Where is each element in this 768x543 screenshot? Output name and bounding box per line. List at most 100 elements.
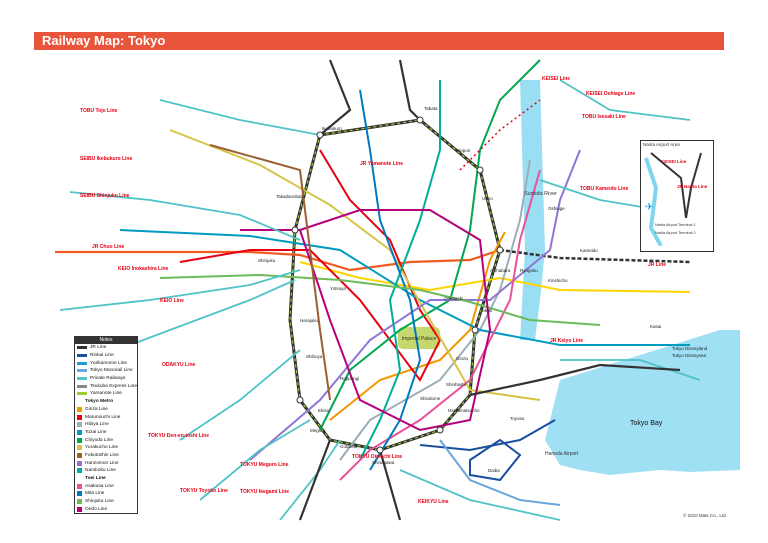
station-label: Meguro bbox=[310, 428, 326, 433]
legend-label: Mita Line bbox=[85, 491, 105, 497]
copyright: © 2010 Mats Co., Ltd. bbox=[683, 513, 727, 518]
station-label: Kasai bbox=[650, 324, 661, 329]
station-label: Ryogoku bbox=[520, 268, 538, 273]
station-label: Tabata bbox=[424, 106, 438, 111]
legend-box-swatch bbox=[77, 506, 82, 512]
line-label: KEISEI Line bbox=[542, 76, 570, 82]
station-label: Shibuya bbox=[306, 354, 323, 359]
legend-label: Marunouchi Line bbox=[85, 414, 121, 420]
jr-keiyo-line bbox=[469, 363, 681, 397]
private-railway-east-1 bbox=[560, 359, 701, 381]
legend-item: Fukutoshin Line bbox=[75, 452, 137, 460]
legend-line-swatch bbox=[77, 384, 87, 388]
legend-box-swatch bbox=[77, 483, 82, 489]
jr-south-line bbox=[298, 439, 332, 521]
legend-item: Yamanote Line bbox=[75, 390, 137, 398]
legend-label: Tokyo Monorail Line bbox=[90, 368, 133, 374]
inset-map: ✈ KEISEI Line JR Narita Line Narita Airp… bbox=[644, 152, 708, 247]
yurikamome-loop bbox=[469, 438, 522, 482]
legend-label: Hibiya Line bbox=[85, 422, 109, 428]
line-label: SEIBU Shinjuku Line bbox=[80, 193, 130, 199]
legend-label: Tsukuba Express Line bbox=[90, 383, 137, 389]
legend-label: Chiyoda Line bbox=[85, 437, 114, 443]
private-railway-west-2 bbox=[59, 269, 301, 311]
ginza-line bbox=[329, 231, 506, 421]
inset-label: Narita Airport Terminal 1 bbox=[655, 223, 696, 227]
inset-narita-line bbox=[685, 152, 702, 219]
legend-item: Tokyo Monorail Line bbox=[75, 367, 137, 375]
legend-heading-spacer bbox=[77, 399, 82, 404]
tsukuba-express bbox=[459, 99, 541, 171]
station-label: Oshiage bbox=[548, 206, 565, 211]
sumida-river-label: Sumida River bbox=[524, 191, 557, 197]
station-label: Gotanda bbox=[340, 444, 358, 449]
line-label: TOBU Tojo Line bbox=[80, 108, 118, 114]
legend-item: Shinjuku Line bbox=[75, 498, 137, 506]
line-label: KEIKYU Line bbox=[418, 499, 449, 505]
station-label: Akihabara bbox=[490, 268, 511, 273]
station-label: Kameido bbox=[580, 248, 598, 253]
line-label: KEISEI Oshiage Line bbox=[586, 91, 635, 97]
line-label: TOKYU Meguro Line bbox=[240, 462, 289, 468]
legend-label: Shinjuku Line bbox=[85, 499, 114, 505]
private-railway-west-1 bbox=[69, 191, 301, 241]
line-label: TOBU Isesaki Line bbox=[582, 114, 626, 120]
legend-label: Hanzomon Line bbox=[85, 460, 119, 466]
jr-north-line bbox=[319, 59, 352, 136]
legend-box-swatch bbox=[77, 406, 82, 412]
oedo-line bbox=[240, 209, 492, 432]
line-label: TOBU Kameido Line bbox=[580, 186, 628, 192]
legend-box-swatch bbox=[77, 445, 82, 451]
legend-box-swatch bbox=[77, 491, 82, 497]
legend-item: Private Railways bbox=[75, 375, 137, 383]
legend-label: Yamanote Line bbox=[90, 391, 122, 397]
legend-item: Hanzomon Line bbox=[75, 459, 137, 467]
legend-line-swatch bbox=[77, 346, 87, 350]
inset-keisei-line bbox=[650, 152, 687, 219]
legend-label: Yurakucho Line bbox=[85, 445, 119, 451]
tokyo-bay bbox=[545, 330, 740, 475]
legend-item: Yurikamome Line bbox=[75, 359, 137, 367]
line-label: ODAKYU Line bbox=[162, 362, 196, 368]
legend-line-swatch bbox=[77, 361, 87, 365]
station-label: Hamamatsucho bbox=[448, 408, 480, 413]
station-label: Ginza bbox=[456, 356, 468, 361]
line-labels: TOBU Tojo Line SEIBU Ikebukuro Line SEIB… bbox=[80, 76, 666, 505]
station-label: Takadanobaba bbox=[276, 194, 306, 199]
legend-item: Mita Line bbox=[75, 490, 137, 498]
station-label: Shinagawa bbox=[372, 460, 395, 465]
legend-box-swatch bbox=[77, 452, 82, 458]
airplane-icon: ✈ bbox=[645, 202, 653, 213]
legend-item: Oedo Line bbox=[75, 505, 137, 513]
tozai-line bbox=[119, 229, 690, 346]
legend-item: Hibiya Line bbox=[75, 421, 137, 429]
legend-item: Tokyo Metro bbox=[75, 398, 137, 406]
asakusa-line bbox=[339, 169, 541, 481]
legend-label: Namboku Line bbox=[85, 468, 116, 474]
legend-label: Tokyo Metro bbox=[85, 399, 114, 405]
station-label: Toyosu bbox=[510, 416, 525, 421]
chuo-line bbox=[55, 248, 501, 272]
jr-north-line-2 bbox=[398, 59, 421, 121]
station-labels: Ikebukuro Shinjuku Shibuya Ueno Akihabar… bbox=[258, 106, 708, 473]
legend-box-swatch bbox=[77, 422, 82, 428]
station-label: Otemachi bbox=[444, 296, 463, 301]
legend-item: Yurakucho Line bbox=[75, 444, 137, 452]
chiyoda-line bbox=[319, 59, 541, 431]
legend-line-swatch bbox=[77, 377, 87, 381]
line-label: TOKYU Oimachi Line bbox=[352, 454, 402, 460]
legend-label: Rinkai Line bbox=[90, 353, 114, 359]
line-label: JR Line bbox=[648, 262, 666, 268]
legend-item: Tsukuba Express Line bbox=[75, 382, 137, 390]
legend-box-swatch bbox=[77, 460, 82, 466]
legend-item: Tozai Line bbox=[75, 429, 137, 437]
private-railway-south bbox=[399, 469, 561, 521]
legend-item: Ginza Line bbox=[75, 406, 137, 414]
rinkai-line bbox=[419, 419, 556, 452]
station-label: Ueno bbox=[482, 196, 493, 201]
station-label: Tokyo Disneysea bbox=[672, 353, 707, 358]
private-railway-north-1 bbox=[159, 99, 321, 136]
